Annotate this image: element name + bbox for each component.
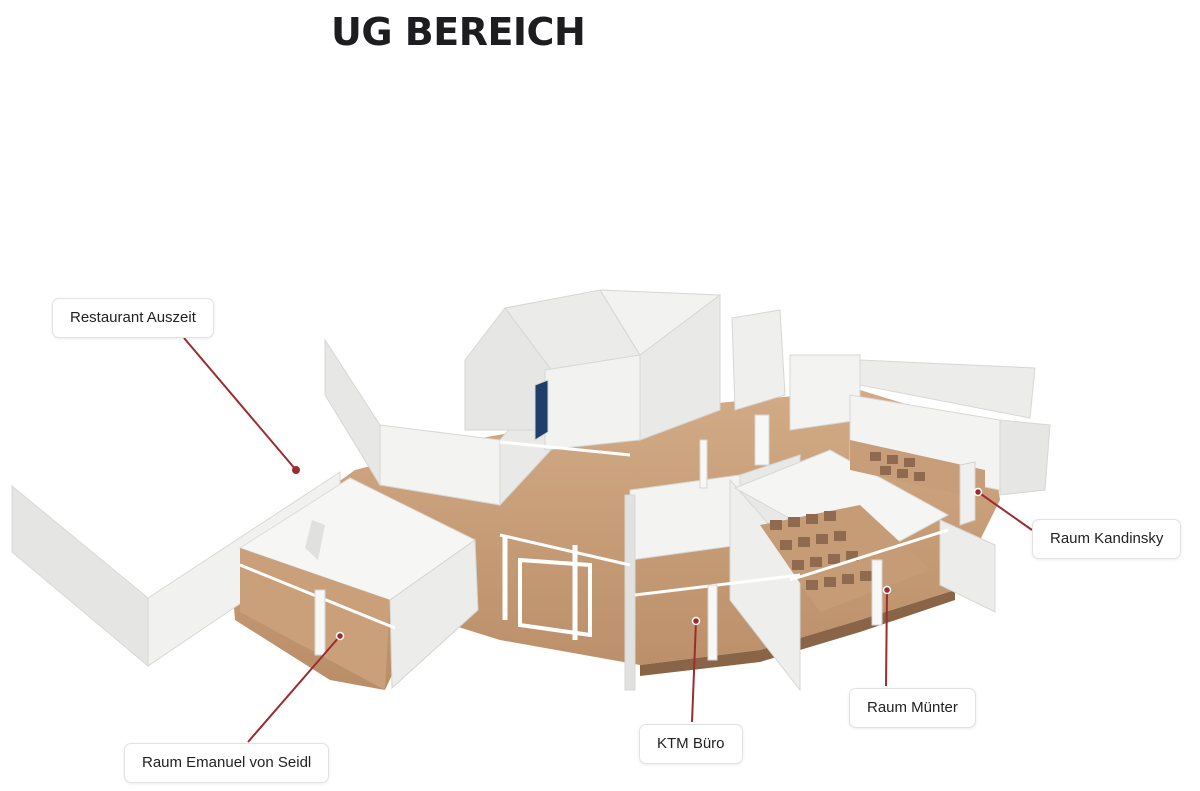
room-muenter (733, 449, 950, 612)
callout-raum-kandinsky[interactable]: Raum Kandinsky (1032, 519, 1182, 559)
connectors (183, 337, 1033, 743)
callout-ktm-buero[interactable]: KTM Büro (639, 724, 743, 764)
page-title: UG BEREICH (331, 10, 586, 54)
callout-restaurant-auszeit[interactable]: Restaurant Auszeit (52, 298, 214, 338)
columns (314, 414, 883, 661)
upper-rooms (464, 289, 786, 451)
room-kandinsky (850, 440, 985, 526)
callout-raum-muenter[interactable]: Raum Münter (849, 688, 976, 728)
callout-raum-emanuel-von-seidl[interactable]: Raum Emanuel von Seidl (124, 743, 330, 783)
